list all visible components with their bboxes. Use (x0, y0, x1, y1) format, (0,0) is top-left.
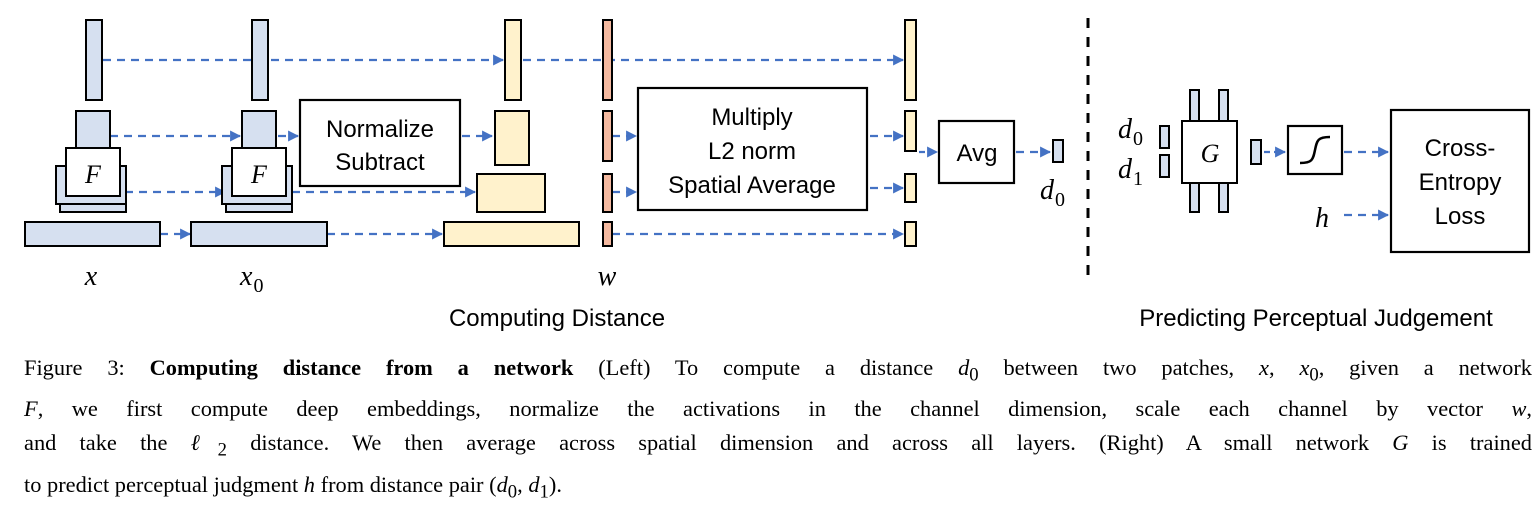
math-w: w (1511, 396, 1527, 422)
normalized-feature-layer3 (476, 173, 546, 213)
normalize-subtract-box (298, 98, 462, 188)
network-G-output (1250, 139, 1262, 165)
weight-vector-w4 (602, 221, 613, 247)
output-distance-d0 (1052, 139, 1064, 163)
input-d1-label: d1 (1118, 154, 1143, 190)
network-F-box (231, 147, 287, 197)
math-d: d (496, 471, 508, 497)
network-G-box (1181, 120, 1238, 184)
math-d: d (528, 471, 540, 497)
normalized-feature-layer4 (443, 221, 580, 247)
network-F-label: F (84, 160, 102, 189)
math-sub: 1 (539, 481, 549, 503)
normalized-feature-layer2 (494, 110, 530, 166)
caption-text: is trained (1431, 430, 1532, 456)
l2-norm-label: L2 norm (708, 138, 796, 165)
section-title-predicting-judgement: Predicting Perceptual Judgement (1139, 305, 1493, 332)
caption-text: , (517, 471, 523, 497)
network-F-label: F (250, 160, 268, 189)
math-sub: 0 (507, 481, 518, 503)
weight-vector-w2 (602, 110, 613, 162)
weight-vector-w1 (602, 19, 613, 101)
sigmoid-icon (1299, 135, 1331, 165)
caption-text: , given a network (1318, 355, 1532, 380)
math-sub: 0 (969, 364, 979, 386)
caption-text: , we first compute deep embeddings, norm… (37, 396, 1483, 422)
weight-w-label: w (598, 261, 617, 292)
layer-distance-3 (904, 173, 917, 203)
feature-map-x0-layer2 (241, 110, 277, 152)
math-sub: 0 (1309, 364, 1319, 386)
avg-label: Avg (957, 140, 998, 167)
math-x: x (1259, 355, 1269, 380)
caption-line-2: F, we first compute deep embeddings, nor… (24, 396, 1532, 422)
network-G-label: G (1201, 139, 1220, 168)
multiply-l2-average-box (636, 86, 869, 212)
caption-text: and take the (24, 430, 168, 456)
cross-entropy-loss-box (1389, 108, 1531, 254)
input-x0-label: x0 (239, 261, 263, 297)
caption-text: distance. We then average across spatial… (250, 430, 1370, 456)
math-h: h (303, 471, 315, 497)
avg-box (937, 119, 1016, 185)
math-x: x (1299, 355, 1310, 380)
math-sub: 2 (217, 439, 227, 461)
caption-line-3: and take the ℓ2 distance. We then averag… (24, 426, 1532, 467)
math-F: F (24, 396, 38, 422)
judgement-h-label: h (1315, 203, 1329, 234)
output-d0-label: d0 (1040, 175, 1065, 211)
network-diagram: F F Normalize Subtract Multiply L2 norm … (24, 18, 1531, 332)
input-d0-vector (1159, 125, 1170, 149)
layer-distance-2 (904, 110, 917, 152)
input-d0-label: d0 (1118, 114, 1143, 150)
figure-label: Figure 3: (24, 355, 125, 380)
caption-text: ). (548, 471, 562, 497)
layer-distance-1 (904, 19, 917, 101)
multiply-label: Multiply (711, 104, 792, 131)
loss-label-line2: Entropy (1419, 169, 1502, 196)
caption-text: from distance pair (320, 471, 484, 497)
normalize-label: Normalize (326, 116, 434, 143)
loss-label-line1: Cross- (1425, 135, 1496, 162)
math-ell: ℓ (190, 430, 218, 456)
feature-map-x-layer1 (85, 19, 103, 101)
figure-caption: Figure 3: Computing distance from a netw… (24, 351, 1532, 509)
input-d1-vector (1159, 154, 1170, 178)
feature-map-x0-layer1 (251, 19, 269, 101)
caption-text: (Left) To compute a distance (598, 355, 934, 380)
caption-title: Computing distance from a network (149, 355, 574, 380)
spatial-average-label: Spatial Average (668, 172, 836, 199)
caption-text: ( (489, 471, 497, 497)
input-patch-x0 (190, 221, 328, 247)
caption-line-4: to predict perceptual judgment h from di… (24, 468, 1532, 509)
caption-line-1: Figure 3: Computing distance from a netw… (24, 355, 1532, 386)
subtract-label: Subtract (335, 149, 425, 176)
layer-distance-4 (904, 221, 917, 247)
sigmoid-box (1286, 124, 1344, 176)
caption-text: to predict perceptual judgment (24, 471, 299, 497)
input-patch-x (24, 221, 161, 247)
input-x-label: x (84, 261, 98, 292)
network-F-box (65, 147, 121, 197)
weight-vector-w3 (602, 173, 613, 213)
section-title-computing-distance: Computing Distance (449, 305, 665, 332)
math-G: G (1392, 430, 1409, 456)
feature-map-x-layer2 (75, 110, 111, 152)
loss-label-line3: Loss (1435, 203, 1486, 230)
normalized-feature-layer1 (504, 19, 522, 101)
math-d: d (958, 355, 970, 380)
caption-text: between two patches, (1003, 355, 1235, 380)
